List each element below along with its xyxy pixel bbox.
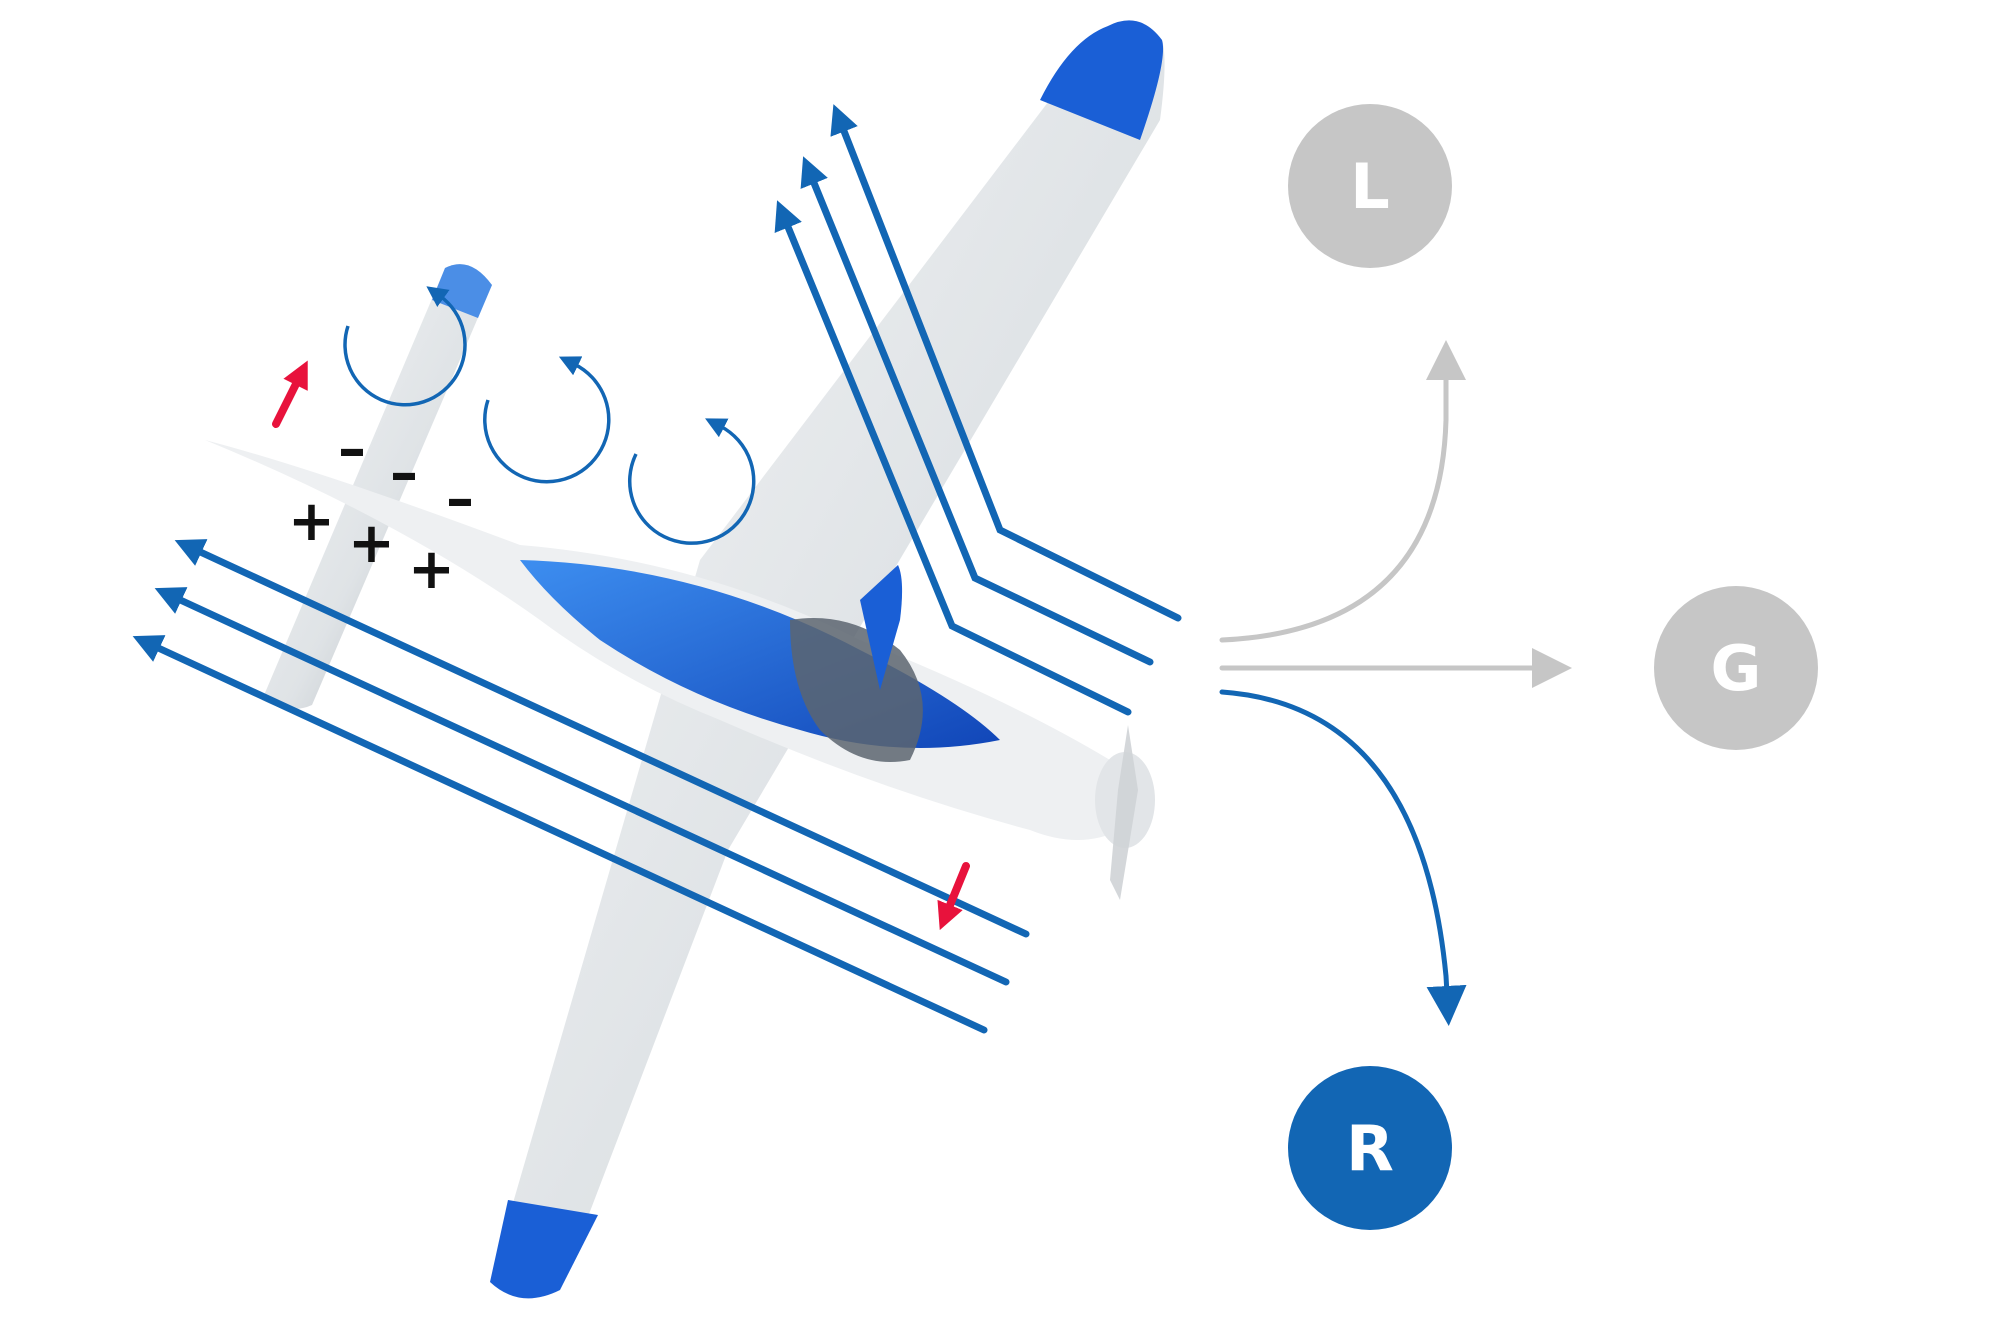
propeller (1110, 725, 1138, 900)
wing-tip-top (1040, 20, 1164, 140)
option-right: R (1288, 1066, 1452, 1230)
option-circle-right (1288, 1066, 1452, 1230)
arrow-to-left (1219, 340, 1466, 643)
circular-arrow-icon (343, 286, 467, 407)
option-left: L (1288, 104, 1452, 268)
vortices (343, 286, 756, 545)
airflow-line (774, 200, 1132, 716)
airflow-line (830, 104, 1182, 622)
aircraft-illustration (205, 20, 1165, 1299)
plus-sign: + (348, 511, 395, 576)
arrow-icon (272, 360, 308, 428)
airflow-line (174, 539, 1030, 938)
force-arrows (272, 360, 970, 931)
option-label-right: R (1346, 1112, 1394, 1185)
circular-arrow-icon (628, 418, 756, 545)
wing-tip-bottom (490, 1200, 598, 1299)
airflow-line (132, 635, 988, 1034)
option-label-go: G (1711, 632, 1762, 705)
airflow-lower-wing (132, 539, 1030, 1034)
plus-sign: + (288, 489, 335, 554)
plus-sign: + (408, 537, 455, 602)
airflow-upper-wing (774, 104, 1182, 716)
arrow-to-right (1219, 689, 1467, 1026)
pressure-signs: – – – + + + (288, 417, 474, 602)
option-go: G (1654, 586, 1818, 750)
option-label-left: L (1350, 150, 1390, 223)
option-circle-go (1654, 586, 1818, 750)
airflow-line (154, 587, 1010, 986)
arrow-icon (937, 862, 970, 931)
tail-stabilizer (262, 264, 492, 709)
minus-sign: – (446, 467, 474, 532)
circular-arrow-icon (483, 356, 611, 484)
minus-sign: – (390, 441, 418, 506)
airflow-line (800, 156, 1154, 666)
minus-sign: – (338, 417, 366, 482)
option-circle-left (1288, 104, 1452, 268)
direction-arrows (1219, 340, 1572, 1026)
vertical-fin (860, 565, 903, 690)
